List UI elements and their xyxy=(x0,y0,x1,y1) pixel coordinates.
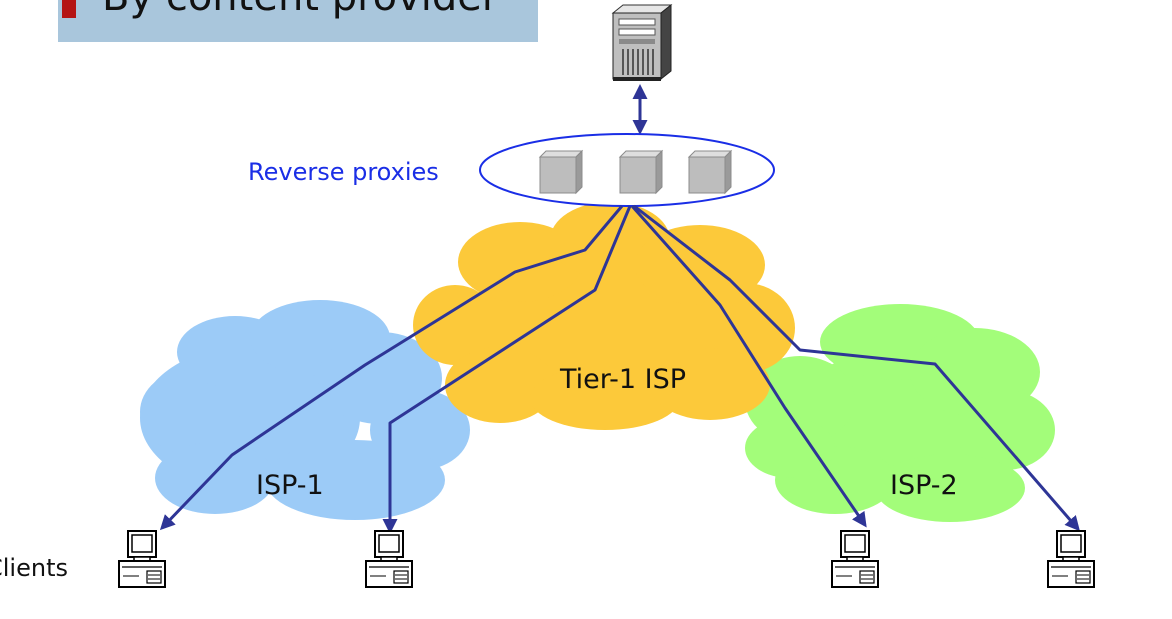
bullet-marker xyxy=(62,0,76,18)
isp1-label: ISP-1 xyxy=(256,470,324,501)
client-computer-icon xyxy=(831,530,879,588)
tier1-cloud xyxy=(413,202,795,430)
link-proxy-client-1 xyxy=(159,205,624,531)
tier1-isp-label: Tier-1 ISP xyxy=(560,364,687,395)
link-proxy-client-4 xyxy=(633,204,1080,532)
isp2-label: ISP-2 xyxy=(890,470,958,501)
proxy-icon xyxy=(619,150,663,194)
origin-server-icon xyxy=(611,3,673,81)
clients-label: Clients xyxy=(0,554,68,582)
bullet-highlight xyxy=(58,0,538,42)
isp2-cloud xyxy=(745,304,1055,522)
isp1-cloud xyxy=(140,300,470,520)
proxy-icon xyxy=(688,150,732,194)
client-computer-icon xyxy=(118,530,166,588)
proxy-icon xyxy=(539,150,583,194)
client-computer-icon xyxy=(1047,530,1095,588)
client-computer-icon xyxy=(365,530,413,588)
link-proxy-client-3 xyxy=(630,205,867,528)
bullet-text: By content provider xyxy=(102,0,498,20)
reverse-proxies-label: Reverse proxies xyxy=(248,158,439,186)
link-proxy-client-2 xyxy=(382,205,632,534)
